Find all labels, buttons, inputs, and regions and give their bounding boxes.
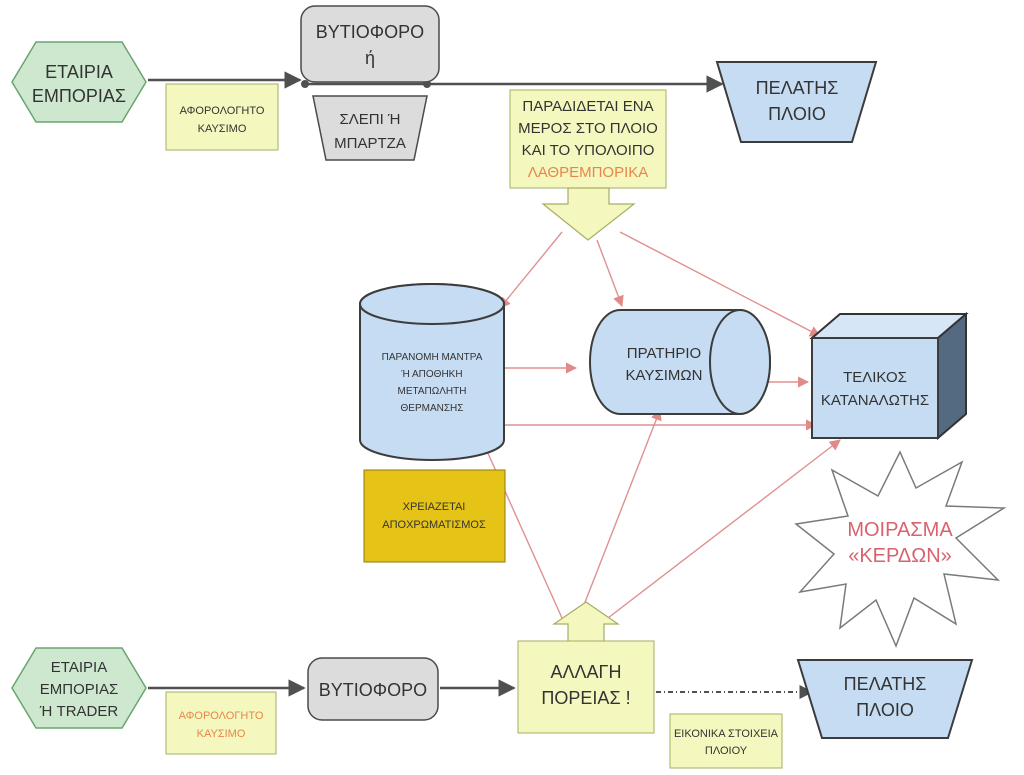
bottom-fuel-note: ΑΦΟΡΟΛΟΓΗΤΟ ΚΑΥΣΙΜΟ	[165, 691, 277, 755]
top-tanker-line-1: ΒΥΤΙΟΦΟΡΟ	[316, 22, 424, 42]
depot-line-3: ΜΕΤΑΠΩΛΗΤΗ	[398, 386, 467, 397]
bottom-company-node: ΕΤΑΙΡΙΑ ΕΜΠΟΡΙΑΣ Ή TRADER	[11, 647, 147, 729]
delivery-note-line-4: ΛΑΘΡΕΜΠΟΡΙΚΑ	[528, 164, 649, 181]
bottom-fuel-note-line-1: ΑΦΟΡΟΛΟΓΗΤΟ	[179, 710, 264, 722]
station-line-1: ΠΡΑΤΗΡΙΟ	[627, 345, 701, 362]
rounded-rect-shape	[307, 657, 439, 721]
bottom-company-line-1: ΕΤΑΙΡΙΑ	[51, 659, 107, 676]
arrow-delivery-to-consumer	[619, 231, 821, 337]
decolor-note-line-2: ΑΠΟΧΡΩΜΑΤΙΣΜΟΣ	[382, 519, 486, 531]
top-company-node: ΕΤΑΙΡΙΑ ΕΜΠΟΡΙΑΣ	[11, 41, 147, 123]
bottom-ship-client-node: ΠΕΛΑΤΗΣ ΠΛΟΙΟ	[796, 659, 974, 739]
depot-line-2: Ή ΑΠΟΘΗΚΗ	[400, 369, 462, 380]
depot-node: ΠΑΡΑΝΟΜΗ ΜΑΝΤΡΑ Ή ΑΠΟΘΗΚΗ ΜΕΤΑΠΩΛΗΤΗ ΘΕΡ…	[359, 283, 505, 461]
top-fuel-note-line-2: ΚΑΥΣΙΜΟ	[198, 123, 247, 135]
top-company-line-1: ΕΤΑΙΡΙΑ	[45, 62, 113, 82]
profit-line-2: «ΚΕΡΔΩΝ»	[848, 545, 952, 567]
top-ship-client-line-1: ΠΕΛΑΤΗΣ	[756, 78, 839, 98]
consumer-line-2: ΚΑΤΑΝΑΛΩΤΗΣ	[821, 392, 929, 409]
decolor-note: ΧΡΕΙΑΖΕΤΑΙ ΑΠΟΧΡΩΜΑΤΙΣΜΟΣ	[363, 469, 506, 563]
hexagon-shape	[11, 647, 147, 729]
note-box	[509, 89, 667, 189]
consumer-line-1: ΤΕΛΙΚΟΣ	[843, 369, 907, 386]
trapezoid-shape	[796, 659, 974, 739]
top-barge-node: ΣΛΕΠΙ Ή ΜΠΑΡΤΖΑ	[312, 95, 428, 161]
arrow-course-to-consumer	[607, 439, 841, 619]
starburst-shape	[794, 450, 1007, 648]
virtual-ship-note-line-2: ΠΛΟΙΟΥ	[705, 745, 748, 757]
note-box	[517, 640, 655, 734]
delivery-note-line-2: ΜΕΡΟΣ ΣΤΟ ΠΛΟΙΟ	[518, 120, 658, 137]
bottom-ship-client-line-1: ΠΕΛΑΤΗΣ	[844, 674, 927, 694]
depot-line-1: ΠΑΡΑΝΟΜΗ ΜΑΝΤΡΑ	[382, 352, 483, 363]
bottom-flow-lines	[148, 679, 814, 699]
depot-line-4: ΘΕΡΜΑΝΣΗΣ	[401, 403, 464, 414]
arrow-delivery-to-station	[596, 239, 624, 308]
consumer-node: ΤΕΛΙΚΟΣ ΚΑΤΑΝΑΛΩΤΗΣ	[809, 311, 969, 441]
course-change-node: ΑΛΛΑΓΗ ΠΟΡΕΙΑΣ !	[517, 640, 655, 734]
top-barge-line-2: ΜΠΑΡΤΖΑ	[334, 135, 406, 152]
down-block-arrow	[541, 187, 636, 241]
top-fuel-note-line-1: ΑΦΟΡΟΛΟΓΗΤΟ	[180, 105, 265, 117]
course-change-line-1: ΑΛΛΑΓΗ	[551, 662, 622, 682]
profit-line-1: ΜΟΙΡΑΣΜΑ	[847, 519, 953, 541]
rounded-rect-shape	[300, 5, 440, 83]
arrow-delivery-to-depot	[499, 231, 563, 309]
top-company-line-2: ΕΜΠΟΡΙΑΣ	[32, 86, 126, 106]
cube-front-face	[811, 337, 939, 439]
delivery-note-line-1: ΠΑΡΑΔΙΔΕΤΑΙ ΕΝΑ	[522, 98, 653, 115]
bottom-tanker-node: ΒΥΤΙΟΦΟΡΟ	[307, 657, 439, 721]
bottom-tanker-label: ΒΥΤΙΟΦΟΡΟ	[319, 680, 427, 700]
virtual-ship-note: ΕΙΚΟΝΙΚΑ ΣΤΟΙΧΕΙΑ ΠΛΟΙΟΥ	[669, 713, 783, 769]
decolor-note-line-1: ΧΡΕΙΑΖΕΤΑΙ	[403, 501, 466, 513]
station-node: ΠΡΑΤΗΡΙΟ ΚΑΥΣΙΜΩΝ	[589, 309, 771, 415]
note-box	[165, 83, 279, 151]
horizontal-cylinder-end	[709, 309, 771, 415]
red-connectors	[481, 231, 841, 619]
note-box	[363, 469, 506, 563]
trapezoid-shape	[715, 61, 878, 143]
delivery-note: ΠΑΡΑΔΙΔΕΤΑΙ ΕΝΑ ΜΕΡΟΣ ΣΤΟ ΠΛΟΙΟ ΚΑΙ ΤΟ Υ…	[509, 89, 667, 189]
station-line-2: ΚΑΥΣΙΜΩΝ	[626, 367, 703, 384]
bottom-fuel-note-line-2: ΚΑΥΣΙΜΟ	[197, 728, 246, 740]
top-barge-line-1: ΣΛΕΠΙ Ή	[339, 111, 400, 128]
virtual-ship-note-line-1: ΕΙΚΟΝΙΚΑ ΣΤΟΙΧΕΙΑ	[674, 728, 779, 740]
cylinder-top	[359, 283, 505, 325]
up-block-arrow	[552, 601, 620, 643]
top-ship-client-line-2: ΠΛΟΙΟ	[768, 104, 826, 124]
trapezoid-shape	[312, 95, 428, 161]
course-change-line-2: ΠΟΡΕΙΑΣ !	[541, 688, 630, 708]
hexagon-shape	[11, 41, 147, 123]
bottom-ship-client-line-2: ΠΛΟΙΟ	[856, 700, 914, 720]
top-ship-client-node: ΠΕΛΑΤΗΣ ΠΛΟΙΟ	[715, 61, 878, 143]
arrow-course-to-station	[581, 408, 662, 611]
top-tanker-node: ΒΥΤΙΟΦΟΡΟ ή	[300, 5, 440, 83]
delivery-note-line-3: ΚΑΙ ΤΟ ΥΠΟΛΟΙΠΟ	[522, 142, 655, 159]
note-box	[165, 691, 277, 755]
top-tanker-line-2: ή	[365, 48, 375, 68]
top-fuel-note: ΑΦΟΡΟΛΟΓΗΤΟ ΚΑΥΣΙΜΟ	[165, 83, 279, 151]
junction-dot-left	[301, 80, 309, 88]
profit-burst: ΜΟΙΡΑΣΜΑ «ΚΕΡΔΩΝ»	[794, 450, 1007, 648]
bottom-company-line-3: Ή TRADER	[39, 703, 119, 720]
bottom-company-line-2: ΕΜΠΟΡΙΑΣ	[40, 681, 118, 698]
note-box	[669, 713, 783, 769]
